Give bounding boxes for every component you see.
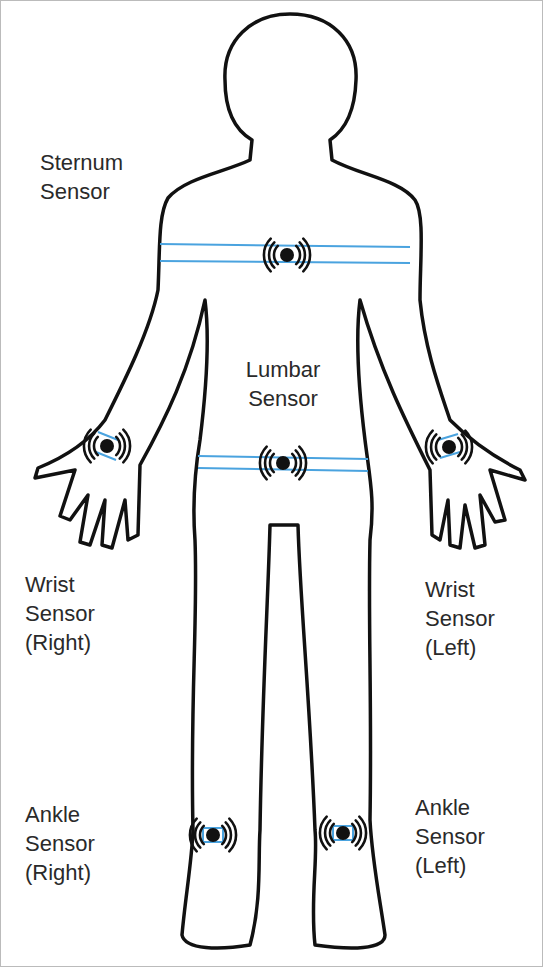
sensor-label: Ankle Sensor (Right) xyxy=(25,800,95,887)
sensor-label: Sternum Sensor xyxy=(40,148,123,206)
sensor-label: Ankle Sensor (Left) xyxy=(415,793,485,880)
sensor-label: Lumbar Sensor xyxy=(246,355,321,413)
sensor-label: Wrist Sensor (Right) xyxy=(25,570,95,657)
body-outline xyxy=(35,14,525,948)
sensor-straps xyxy=(96,244,460,842)
sensor-icons xyxy=(84,239,472,852)
sensor-label: Wrist Sensor (Left) xyxy=(425,575,495,662)
